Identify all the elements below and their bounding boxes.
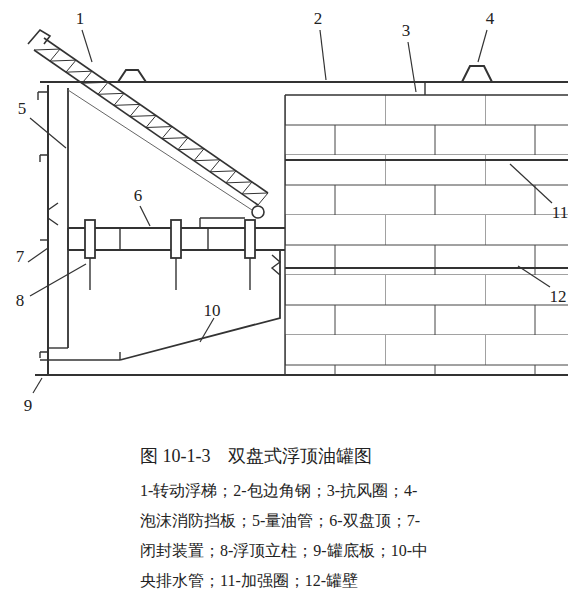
key-entry: 11-加强圈； [220,572,305,589]
tank-wall [285,95,568,375]
key-entry: 1-转动浮梯； [140,482,233,499]
rolling-ladder [28,30,268,218]
callout-number: 3 [402,22,411,39]
callout-number: 10 [204,302,221,319]
caption-text: 图 10-1-3 双盘式浮顶油罐图 [140,446,373,466]
callout-number: 9 [24,397,33,414]
key-entry: 2-包边角钢； [233,482,326,499]
callout-number: 7 [16,248,25,265]
key-entry: 5-量油管； [252,512,329,529]
key-entry: 8-浮顶立柱； [220,542,313,559]
callout-number: 2 [314,10,323,27]
figure-caption: 图 10-1-3 双盘式浮顶油罐图 [140,444,373,468]
key-entry: 9-罐底板； [313,542,390,559]
parts-key: 1-转动浮梯；2-包边角钢；3-抗风圈；4-泡沫消防挡板；5-量油管；6-双盘顶… [140,476,432,596]
callout-number: 4 [486,10,495,27]
callout-number: 12 [550,288,567,305]
key-entry: 6-双盘顶； [329,512,406,529]
callout-number: 8 [16,292,25,309]
callout-number: 5 [18,100,27,117]
leader-lines [28,30,552,393]
key-entry: 3-抗风圈； [327,482,404,499]
callout-number: 1 [76,10,85,27]
callout-number: 11 [552,204,568,221]
callout-number: 6 [134,187,143,204]
key-entry: 12-罐壁 [305,572,358,589]
